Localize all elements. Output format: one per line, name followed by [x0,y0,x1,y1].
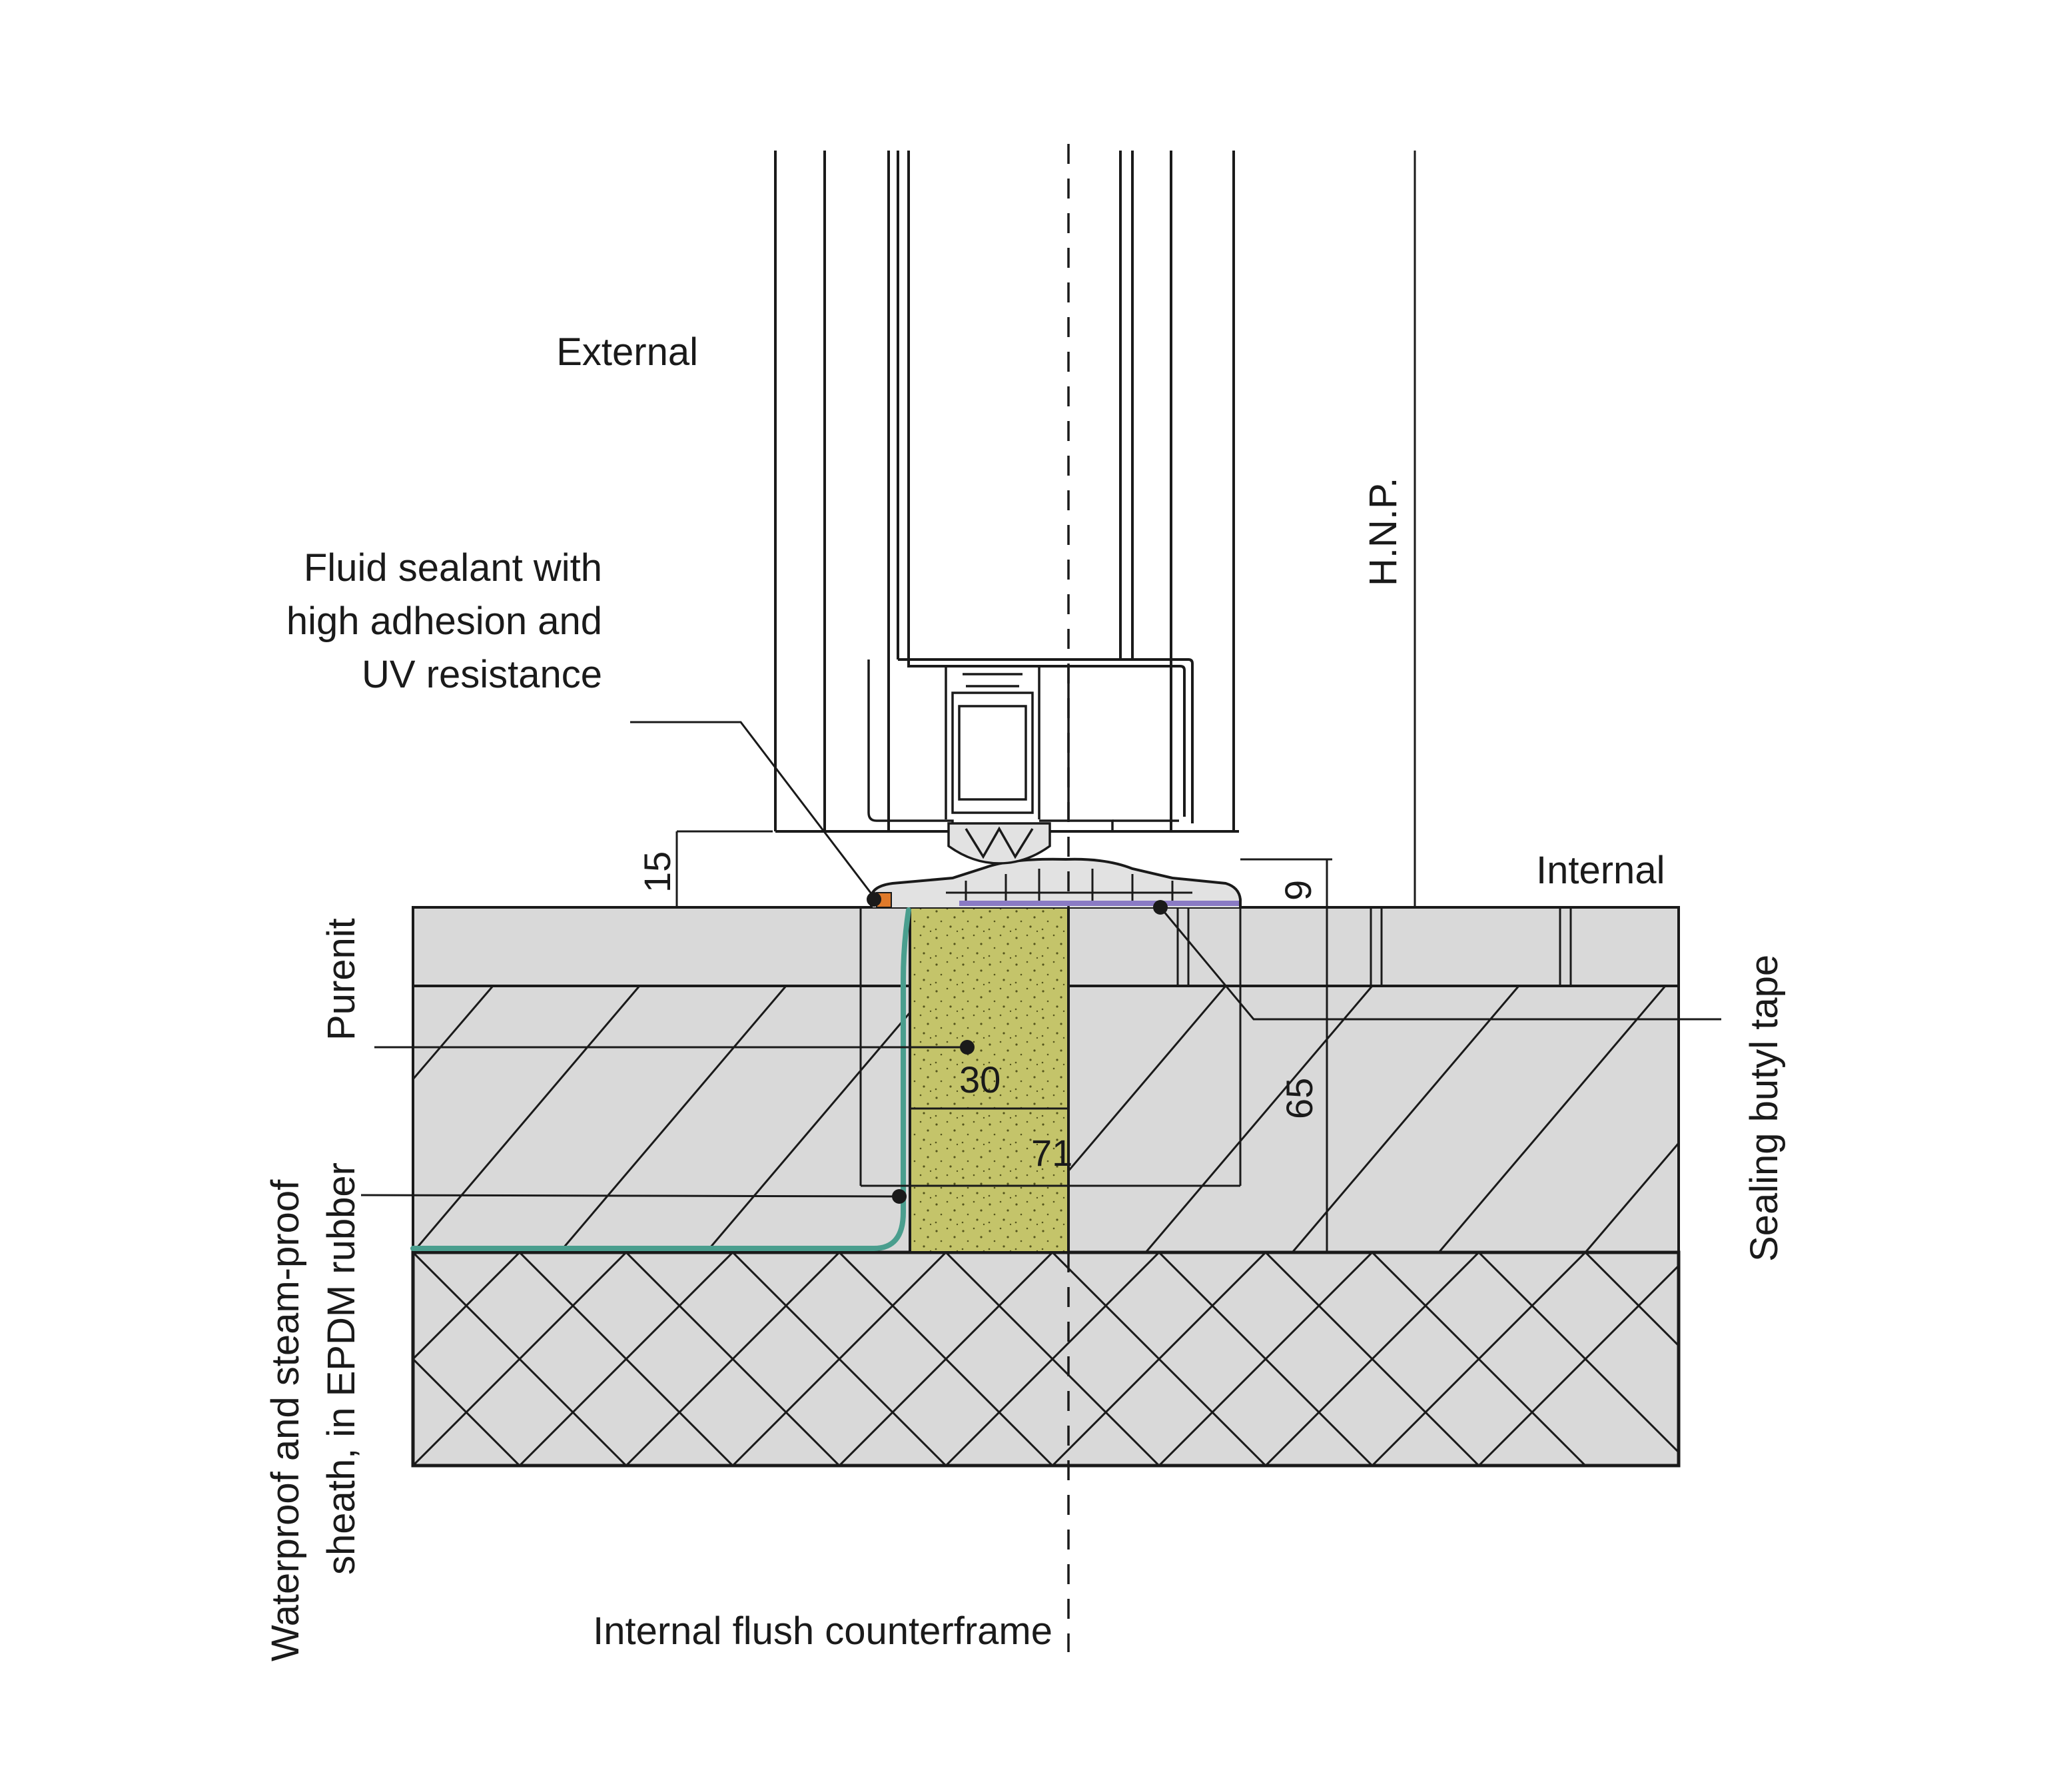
floor-joints [1176,907,1572,986]
leader-dot-butyl-tape [1153,900,1168,915]
dim-15-lines [675,830,773,907]
label-fluid-sealant-line-1: Fluid sealant with [304,546,602,590]
label-counterframe: Internal flush counterframe [593,1609,1052,1653]
label-internal: Internal [1536,849,1665,892]
leader-epdm [360,1194,900,1198]
insulation-layer [411,1250,1681,1468]
label-butyl-tape: Sealing butyl tape [1743,955,1786,1262]
label-fluid-sealant-line-2: high adhesion and [286,600,602,643]
dim-71-text: 71 [1031,1132,1072,1174]
label-fluid-sealant-line-3: UV resistance [362,653,602,696]
label-purenit: Purenit [320,918,363,1041]
label-external: External [556,330,698,374]
leader-dot-epdm [892,1189,907,1204]
dim-15-text: 15 [636,851,678,893]
leader-fluid-sealant [630,721,874,896]
dim-30-text: 30 [959,1059,1001,1101]
sash-profile [867,660,1179,831]
label-hnp: H.N.P. [1362,478,1405,586]
door-frame [774,151,1239,833]
dim-9-lines [1240,858,1332,1252]
leader-butyl-tape [1159,907,1721,1021]
epdm-sheath [410,907,911,1251]
threshold-profile [870,857,1242,907]
insulation-crosshatch [413,1252,1679,1466]
dim-65-text: 65 [1278,1078,1320,1119]
label-epdm-line-1: Waterproof and steam-proof [264,1179,307,1661]
leader-dot-purenit [960,1040,975,1055]
butyl-tape-strip [959,901,1239,906]
label-epdm-line-2: sheath, in EPDM rubber [320,1162,363,1575]
gasket-cluster [947,822,1051,865]
dim-9-text: 9 [1277,880,1319,901]
leader-dot-fluid-sealant [867,892,881,907]
